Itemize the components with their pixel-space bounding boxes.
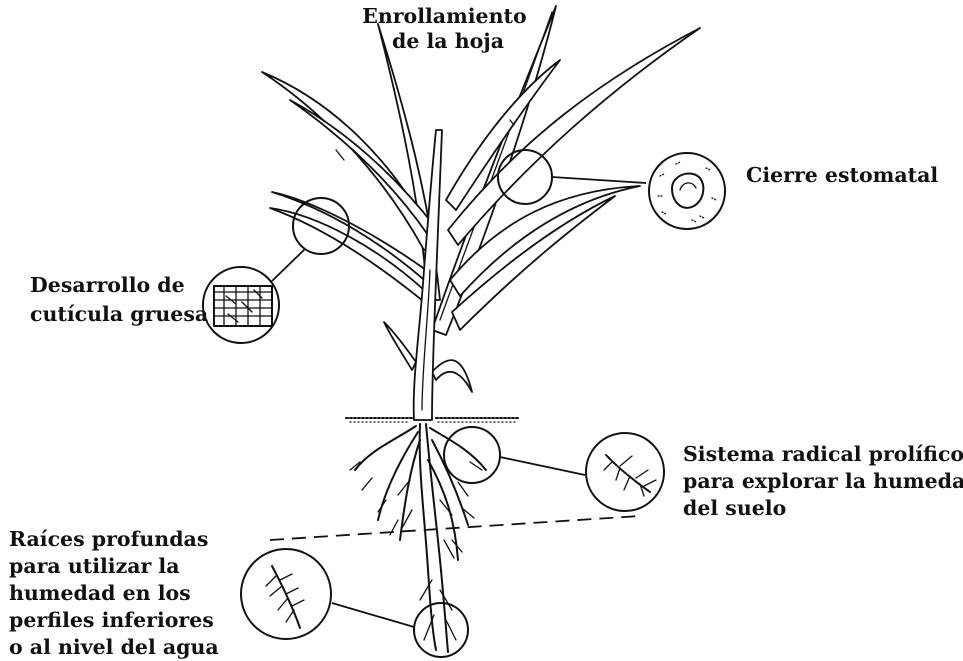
label-thick-cuticle: Desarrollo de cutícula gruesa: [30, 273, 208, 326]
soil-line: [346, 418, 520, 422]
shallow-root-detail: [586, 433, 664, 511]
cuticle-detail: [203, 267, 279, 343]
deep-root-detail: [241, 549, 331, 639]
stomata-detail: [649, 153, 725, 229]
label-stomatal-closure: Cierre estomatal: [746, 163, 938, 187]
label-leaf-rolling: Enrollamiento de la hoja: [362, 4, 534, 53]
label-deep-roots: Raíces profundas para utilizar la humeda…: [9, 527, 221, 659]
deep-root-spot-circle: [414, 603, 468, 657]
label-prolific-roots: Sistema radical prolífico para explorar …: [683, 442, 963, 520]
